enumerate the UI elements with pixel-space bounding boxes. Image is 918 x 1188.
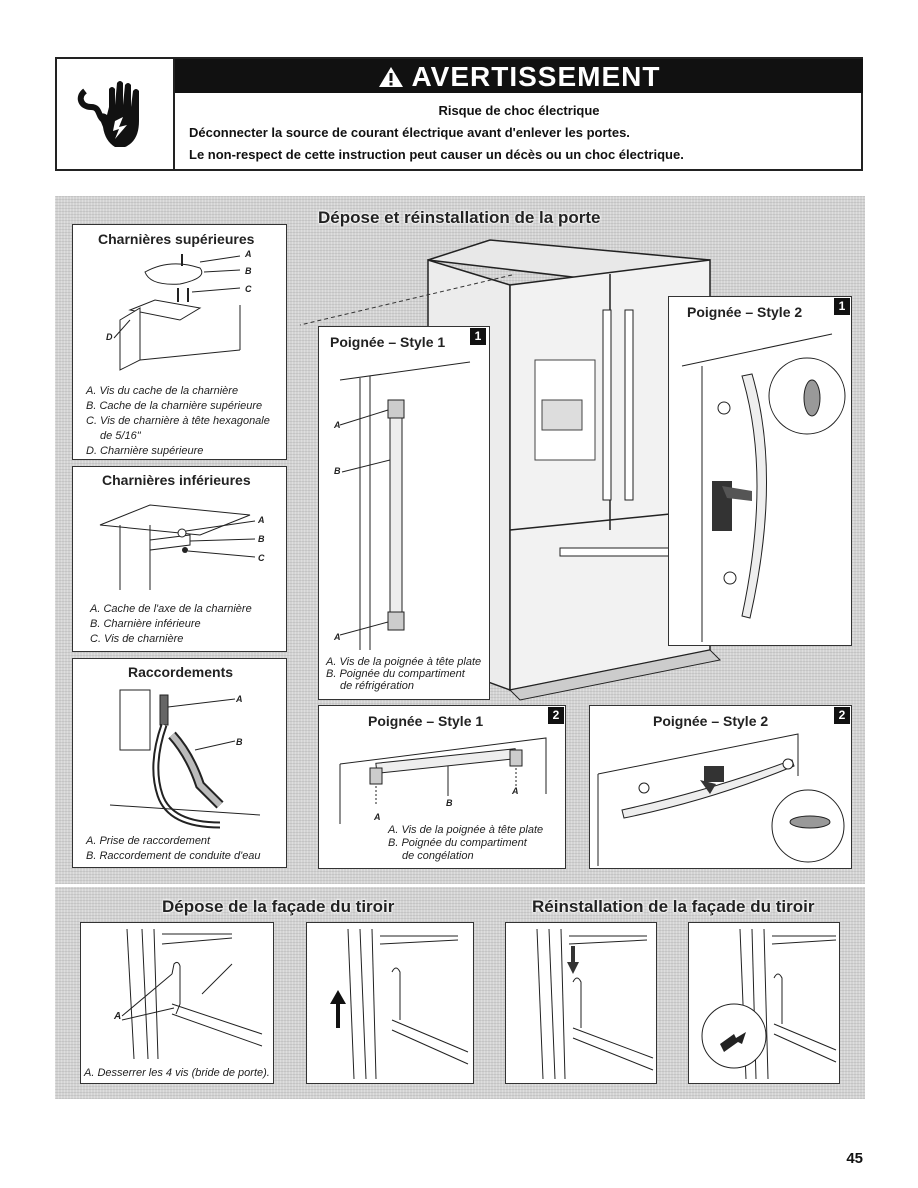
upper-hinge-letter-d: D	[106, 332, 113, 342]
warning-risk-line: Risque de choc électrique	[438, 103, 600, 118]
connections-illustration	[109, 689, 261, 829]
handle-style1-freezer-letter-a-left: A	[374, 812, 381, 822]
handle-style1-freezer-letter-a-right: A	[512, 786, 519, 796]
warning-title-bar: AVERTISSEMENT	[175, 59, 863, 93]
handle-style1-freezer-letter-b: B	[446, 798, 453, 808]
handle-style1-fridge-caption-b2: de réfrigération	[340, 680, 414, 692]
drawer-reinstall-step1-illustration	[536, 928, 654, 1080]
upper-hinges-title: Charnières supérieures	[98, 231, 255, 247]
connections-letter-a: A	[236, 694, 243, 704]
connections-caption-b: B. Raccordement de conduite d'eau	[86, 850, 261, 862]
lower-hinges-caption-b: B. Charnière inférieure	[90, 618, 201, 630]
fridge-handle-style1-illustration	[339, 361, 471, 650]
freezer-handle-style2-illustration	[597, 733, 845, 866]
handle-style1-fridge-letter-b: B	[334, 466, 341, 476]
drawer-removal-step2-illustration	[330, 928, 469, 1080]
handle-style1-freezer-captions: A. Vis de la poignée à tête plate B. Poi…	[388, 824, 543, 863]
lower-hinge-letter-b: B	[258, 534, 265, 544]
handle-style1-freezer-caption-b: B. Poignée du compartiment	[388, 837, 527, 849]
handle-style1-freezer-title: Poignée – Style 1	[368, 713, 484, 729]
connections-caption-a: A. Prise de raccordement	[86, 835, 211, 847]
lower-hinges-captions: A. Cache de l'axe de la charnière B. Cha…	[90, 602, 252, 647]
warning-triangle-icon	[378, 61, 404, 97]
door-section-heading: Dépose et réinstallation de la porte	[318, 208, 601, 227]
handle-style1-fridge-letter-a-bottom: A	[334, 632, 341, 642]
upper-hinges-caption-c: C. Vis de charnière à tête hexagonale	[86, 415, 270, 427]
warning-instruction-line: Déconnecter la source de courant électri…	[189, 125, 630, 140]
handle-style2-fridge-title: Poignée – Style 2	[687, 304, 803, 320]
warning-box: AVERTISSEMENT Risque de choc électrique …	[55, 57, 863, 171]
handle-style2-freezer-title: Poignée – Style 2	[653, 713, 769, 729]
freezer-handle-style1-illustration	[339, 737, 547, 824]
drawer-removal-heading: Dépose de la façade du tiroir	[162, 897, 395, 916]
drawer-letter-a: A	[114, 1011, 122, 1022]
drawer-removal-step1-illustration	[121, 928, 263, 1060]
warning-icon-box	[57, 59, 175, 169]
connections-captions: A. Prise de raccordement B. Raccordement…	[86, 834, 261, 864]
lower-hinges-box	[72, 466, 287, 652]
handle-style1-freezer-box	[318, 705, 566, 869]
warning-consequence-line: Le non-respect de cette instruction peut…	[189, 147, 684, 162]
lower-hinges-caption-a: A. Cache de l'axe de la charnière	[90, 603, 252, 615]
upper-hinges-caption-a: A. Vis du cache de la charnière	[86, 385, 239, 397]
handle-style1-fridge-caption-b: B. Poignée du compartiment	[326, 668, 465, 680]
drawer-reinstall-step2-illustration	[701, 928, 837, 1080]
handle-style1-freezer-caption-b2: de congélation	[402, 850, 474, 862]
lower-hinge-letter-a: A	[258, 515, 265, 525]
handle-style1-freezer-badge: 2	[548, 707, 564, 724]
connections-box	[72, 658, 287, 868]
connections-title: Raccordements	[128, 664, 234, 680]
upper-hinge-letter-a: A	[245, 249, 252, 259]
upper-hinge-letter-c: C	[245, 284, 252, 294]
upper-hinge-illustration	[113, 254, 241, 371]
lower-hinges-caption-c: C. Vis de charnière	[90, 633, 184, 645]
handle-style2-freezer-badge: 2	[834, 707, 850, 724]
handle-style1-fridge-title: Poignée – Style 1	[330, 334, 446, 350]
connections-letter-b: B	[236, 737, 243, 747]
upper-hinges-captions: A. Vis du cache de la charnière B. Cache…	[86, 384, 270, 459]
handle-style1-fridge-badge: 1	[470, 328, 486, 345]
drawer-caption: A. Desserrer les 4 vis (bride de porte).	[84, 1066, 270, 1081]
upper-hinges-caption-d: D. Charnière supérieure	[86, 445, 204, 457]
lower-hinge-letter-c: C	[258, 553, 265, 563]
upper-hinge-letter-b: B	[245, 266, 252, 276]
fridge-handle-style2-illustration	[681, 333, 846, 642]
lower-hinge-illustration	[99, 504, 256, 590]
handle-style1-fridge-letter-a-top: A	[334, 420, 341, 430]
electric-shock-hand-icon	[77, 81, 139, 147]
upper-hinges-caption-b: B. Cache de la charnière supérieure	[86, 400, 263, 412]
drawer-reinstall-heading: Réinstallation de la façade du tiroir	[532, 897, 815, 916]
handle-style1-fridge-captions: A. Vis de la poignée à tête plate B. Poi…	[326, 656, 481, 692]
lower-hinges-title: Charnières inférieures	[102, 472, 251, 488]
upper-hinges-box	[72, 224, 287, 460]
handle-style1-fridge-box	[318, 326, 490, 700]
handle-style2-fridge-badge: 1	[834, 298, 850, 315]
upper-hinges-caption-c-size: de 5/16"	[100, 430, 141, 442]
page-number: 45	[846, 1150, 863, 1167]
handle-style1-freezer-caption-a: A. Vis de la poignée à tête plate	[388, 824, 544, 836]
warning-title: AVERTISSEMENT	[411, 61, 661, 92]
handle-style1-fridge-caption-a: A. Vis de la poignée à tête plate	[326, 656, 482, 668]
